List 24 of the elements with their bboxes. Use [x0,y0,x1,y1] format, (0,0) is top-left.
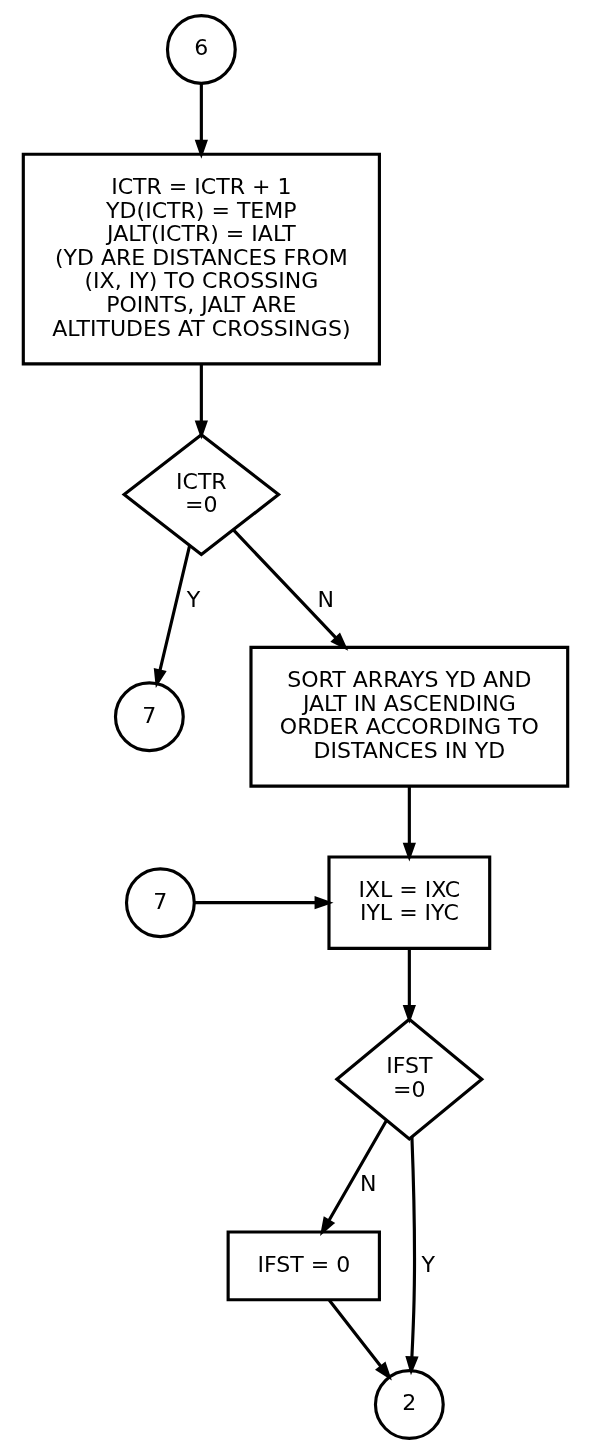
edge-label: Y [186,586,201,612]
edge-label: N [360,1171,377,1197]
node-box: ICTR = ICTR + 1 YD(ICTR) = TEMP JALT(ICTR) = IALT (YD ARE DISTANCES FROM (IX, IY) TO CROSSING POINTS, JALT ARE ALTITUDES AT CROSSINGS) [21,152,381,366]
node-diamond: IFST =0 [334,1017,485,1142]
node-circle: 7 [124,867,196,939]
arrow [194,83,208,159]
node-box: IXL = IXC IYL = IYC [327,855,492,950]
edge-label: N [317,586,335,612]
node-circle: 7 [113,681,185,753]
arrow [402,948,416,1024]
node-diamond: ICTR =0 [121,432,282,557]
node-circle: 6 [165,14,237,85]
arrow [194,363,208,440]
edge-label: Y [421,1251,435,1277]
arrow [153,545,192,688]
node-circle: 2 [373,1369,445,1440]
arrow [194,896,334,910]
node-box: IFST = 0 [226,1230,381,1302]
arrow [320,1119,388,1237]
arrow [232,528,349,651]
arrow [405,1136,419,1376]
arrow [328,1299,392,1381]
node-box: SORT ARRAYS YD AND JALT IN ASCENDING ORDER ACCORDING TO DISTANCES IN YD [249,645,570,788]
arrow [402,786,416,862]
